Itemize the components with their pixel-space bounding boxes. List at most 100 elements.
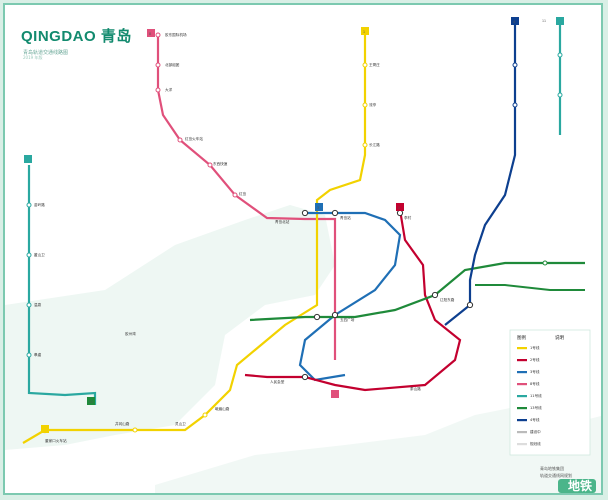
legend-label: 1号线 <box>530 345 540 350</box>
station-label: 流亭 <box>369 102 377 107</box>
legend-swatch-line13 <box>517 407 527 410</box>
badge-line-8-south[interactable] <box>331 390 339 398</box>
badge-text: 13 <box>89 400 93 404</box>
legend-swatch-line1 <box>517 347 527 350</box>
metro-map-svg: 11 13 3 1 2 8 4 胶东国际机场 北部组团 大洋 红岛火车站 东西快… <box>5 17 601 493</box>
legend-title: 图例 <box>517 334 526 341</box>
badge-text: 2 <box>398 206 400 210</box>
badge-line-1[interactable] <box>361 27 369 35</box>
station-dot[interactable] <box>362 62 368 68</box>
station-labels: 胶东国际机场 北部组团 大洋 红岛火车站 东西快速 红岛 青岛北站 王哥庄 流亭… <box>34 32 455 443</box>
legend-swatch-line3 <box>517 371 527 374</box>
badge-text: 8 <box>149 32 151 36</box>
badge-line-11-north[interactable] <box>556 17 564 25</box>
badge-line-13[interactable] <box>87 397 95 405</box>
sea-area <box>155 405 601 493</box>
station-dot[interactable] <box>26 202 32 208</box>
station-label: 鳌山卫 <box>34 252 45 257</box>
station-dot[interactable] <box>232 192 238 198</box>
station-label: 苗岭路 <box>34 202 45 207</box>
station-dot[interactable] <box>132 427 138 433</box>
bay-area <box>5 205 335 450</box>
station-label: 大洋 <box>165 87 173 92</box>
station-markers <box>26 32 563 434</box>
badge-text: 4 <box>513 20 515 24</box>
legend: 图例 说明 1号线 2号线 3号线 8号线 11号线 13号线 4号线 建设中 … <box>509 329 591 456</box>
line-3 <box>298 211 402 382</box>
interchange-station[interactable] <box>396 209 404 217</box>
line-1 <box>22 35 367 444</box>
map-subtitle-year: 2019 年版 <box>23 55 43 60</box>
interchange-station[interactable] <box>431 291 439 299</box>
legend-swatch-line2 <box>517 359 527 362</box>
badge-line-8[interactable] <box>147 29 155 37</box>
station-label: 温泉 <box>34 302 42 307</box>
station-label: 长江路 <box>369 142 380 147</box>
station-dot[interactable] <box>362 102 368 108</box>
station-dot[interactable] <box>26 252 32 258</box>
legend-label: 建设中 <box>530 429 541 434</box>
badge-line-11[interactable] <box>24 155 32 163</box>
badge-text: 11 <box>542 19 546 23</box>
footer-line-2: 轨道交通线网规划 <box>540 472 572 478</box>
legend-swatch-line11 <box>517 395 527 398</box>
station-dot[interactable] <box>542 260 548 266</box>
station-dot[interactable] <box>512 102 518 108</box>
legend-swatch-line4 <box>517 419 527 422</box>
station-label: 王哥庄 <box>369 62 380 67</box>
legend-label: 4号线 <box>530 417 540 422</box>
legend-label: 13号线 <box>530 405 542 410</box>
map-title: QINGDAO 青岛 <box>21 28 132 45</box>
badge-line-2[interactable] <box>396 203 404 211</box>
badge-line-3[interactable] <box>315 203 323 211</box>
metro-map-frame: QINGDAO 青岛 青岛轨道交通线路图 2019 年版 <box>3 3 603 495</box>
sea-label: 胶州湾 <box>125 331 136 336</box>
station-label: 五四广场 <box>340 317 355 322</box>
station-label: 胶东国际机场 <box>165 32 187 37</box>
station-dot[interactable] <box>155 32 161 38</box>
station-dot[interactable] <box>512 62 518 68</box>
station-dot[interactable] <box>155 62 161 68</box>
footer-line-1: 青岛地铁集团 <box>540 465 564 471</box>
station-dot[interactable] <box>26 352 32 358</box>
station-label: 灵山卫 <box>175 421 186 426</box>
station-label: 井冈山路 <box>115 421 130 426</box>
badge-text: 3 <box>317 206 319 210</box>
legend-title-2: 说明 <box>555 334 564 341</box>
badge-line-4[interactable] <box>511 17 519 25</box>
interchange-station[interactable] <box>313 313 321 321</box>
station-dot[interactable] <box>155 87 161 93</box>
map-subtitle: 青岛轨道交通线路图 <box>23 50 69 56</box>
station-label: 北部组团 <box>165 62 180 67</box>
watermark-badge <box>558 479 596 493</box>
station-label: 红岛火车站 <box>185 136 203 141</box>
station-dot[interactable] <box>557 92 563 98</box>
station-dot[interactable] <box>557 52 563 58</box>
station-dot[interactable] <box>362 142 368 148</box>
legend-label: 规划线 <box>530 441 541 446</box>
legend-label: 11号线 <box>530 393 542 398</box>
station-dot[interactable] <box>202 412 208 418</box>
interchange-station[interactable] <box>301 373 309 381</box>
station-label: 青岛北站 <box>275 219 290 224</box>
watermark-text: 地铁 <box>568 478 592 493</box>
station-label: 李村 <box>404 215 412 220</box>
interchange-station[interactable] <box>331 209 339 217</box>
station-dot[interactable] <box>26 302 32 308</box>
legend-swatch-line8 <box>517 383 527 386</box>
station-label: 人民会堂 <box>270 379 285 384</box>
interchange-station[interactable] <box>301 209 309 217</box>
interchange-station[interactable] <box>331 311 339 319</box>
legend-swatch-construction <box>517 431 527 434</box>
badge-text: 1 <box>363 30 365 34</box>
legend-box <box>509 329 591 456</box>
station-dot[interactable] <box>207 162 213 168</box>
legend-label: 2号线 <box>530 357 540 362</box>
line-13-east <box>475 284 585 291</box>
badge-line-1-south[interactable] <box>41 425 49 433</box>
interchange-station[interactable] <box>466 301 474 309</box>
station-label: 东西快速 <box>213 161 228 166</box>
line-badges: 11 13 3 1 2 8 4 <box>24 17 564 433</box>
station-label: 青岛站 <box>340 215 351 220</box>
station-dot[interactable] <box>177 137 183 143</box>
